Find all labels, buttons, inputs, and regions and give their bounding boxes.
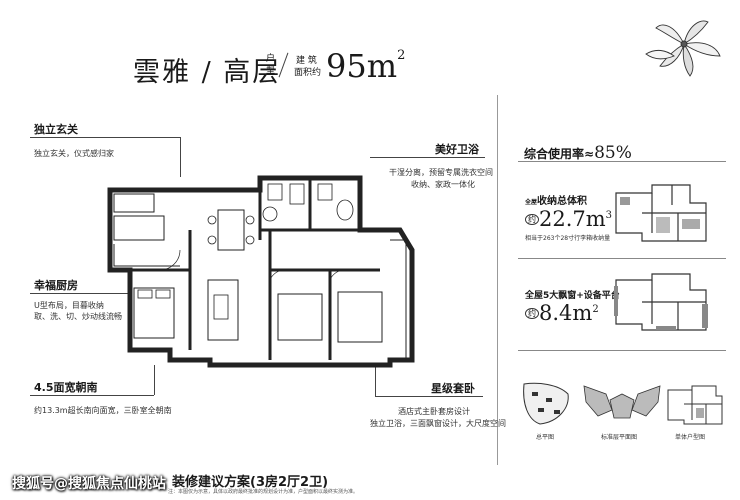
area-label-top: 建 筑	[296, 56, 317, 66]
kitchen-desc-1: U型布局，目暮收纳	[34, 301, 104, 310]
kitchen-desc-2: 取、洗、切、炒动线流畅	[34, 312, 122, 321]
master-title: 星级套卧	[431, 382, 475, 395]
site-plan-thumbnail	[523, 382, 569, 425]
area-value: 95m2	[326, 47, 406, 85]
area-label-bottom: 面积约	[294, 68, 322, 78]
entrance-title: 独立玄关	[34, 123, 78, 136]
flower-decoration-icon	[645, 20, 721, 77]
type-label-top: 户	[266, 54, 276, 64]
page-title: 雲雅 / 高层	[133, 57, 282, 88]
entrance-desc: 独立玄关，仪式感归家	[34, 149, 114, 158]
caption-unit-plan: 单体户型图	[675, 434, 706, 441]
watermark: 搜狐号@搜狐焦点仙桃站	[12, 476, 166, 492]
usage-rate: 综合使用率≈85%	[524, 143, 632, 163]
storage-plan-thumbnail	[615, 184, 707, 242]
standard-floor-thumbnail	[583, 385, 661, 419]
bath-title: 美好卫浴	[435, 143, 479, 156]
master-desc-2: 独立卫浴，三面飘窗设计，大尺度空间	[370, 419, 506, 428]
facing-desc: 约13.3m超长南向面宽，三卧室全朝南	[34, 406, 172, 415]
floor-plan	[107, 175, 415, 368]
caption-site-plan: 总平图	[536, 434, 555, 441]
bay-window-plan-thumbnail	[614, 273, 708, 331]
bath-desc-1: 干湿分离，预留专属洗衣空间	[389, 168, 493, 177]
kitchen-title: 幸福厨房	[34, 279, 78, 292]
caption-standard-floor: 标准层平面图	[601, 434, 638, 441]
master-desc-1: 酒店式主卧套房设计	[398, 407, 470, 416]
scheme-title: 装修建议方案(3房2厅2卫)	[172, 475, 329, 490]
fine-print: 注：本图仅为示意，具体以政府最终批准的规划设计为准，户型面积以最终实测为准。	[168, 489, 359, 495]
bath-desc-2: 收纳、家政一体化	[411, 180, 475, 189]
type-label-bottom: 型	[266, 66, 276, 76]
facing-title: 4.5面宽朝南	[34, 381, 98, 394]
unit-plan-thumbnail	[667, 385, 723, 425]
